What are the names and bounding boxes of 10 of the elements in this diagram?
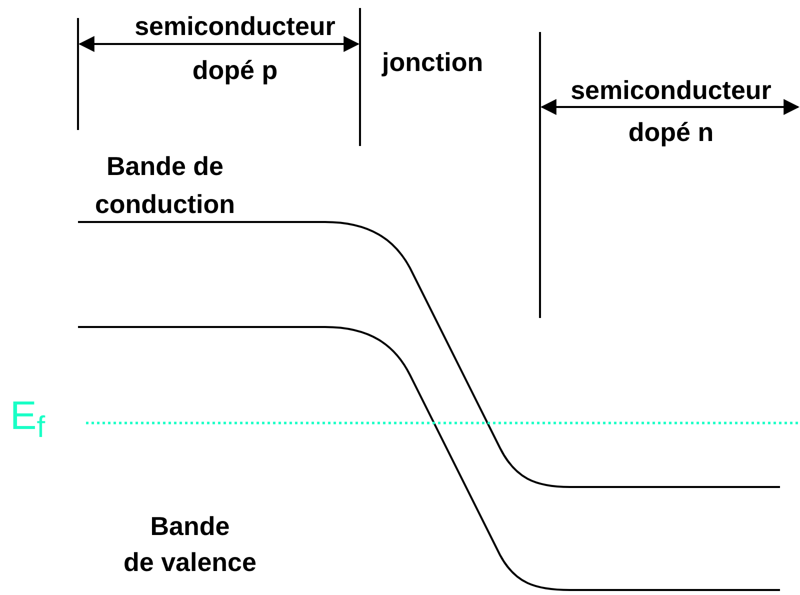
region-label: dopé n bbox=[627, 116, 715, 148]
region-label: dopé p bbox=[191, 54, 279, 86]
region-label: semiconducteur bbox=[134, 10, 336, 42]
band-label: Bande de bbox=[105, 150, 225, 182]
fermi-level-label: E$_{f}$ bbox=[10, 396, 46, 436]
region-label: semiconducteur bbox=[570, 74, 772, 106]
region-label: jonction bbox=[382, 46, 484, 78]
band-label: de valence bbox=[122, 546, 258, 578]
band-label: conduction bbox=[94, 188, 236, 220]
band-label: Bande bbox=[149, 510, 231, 542]
